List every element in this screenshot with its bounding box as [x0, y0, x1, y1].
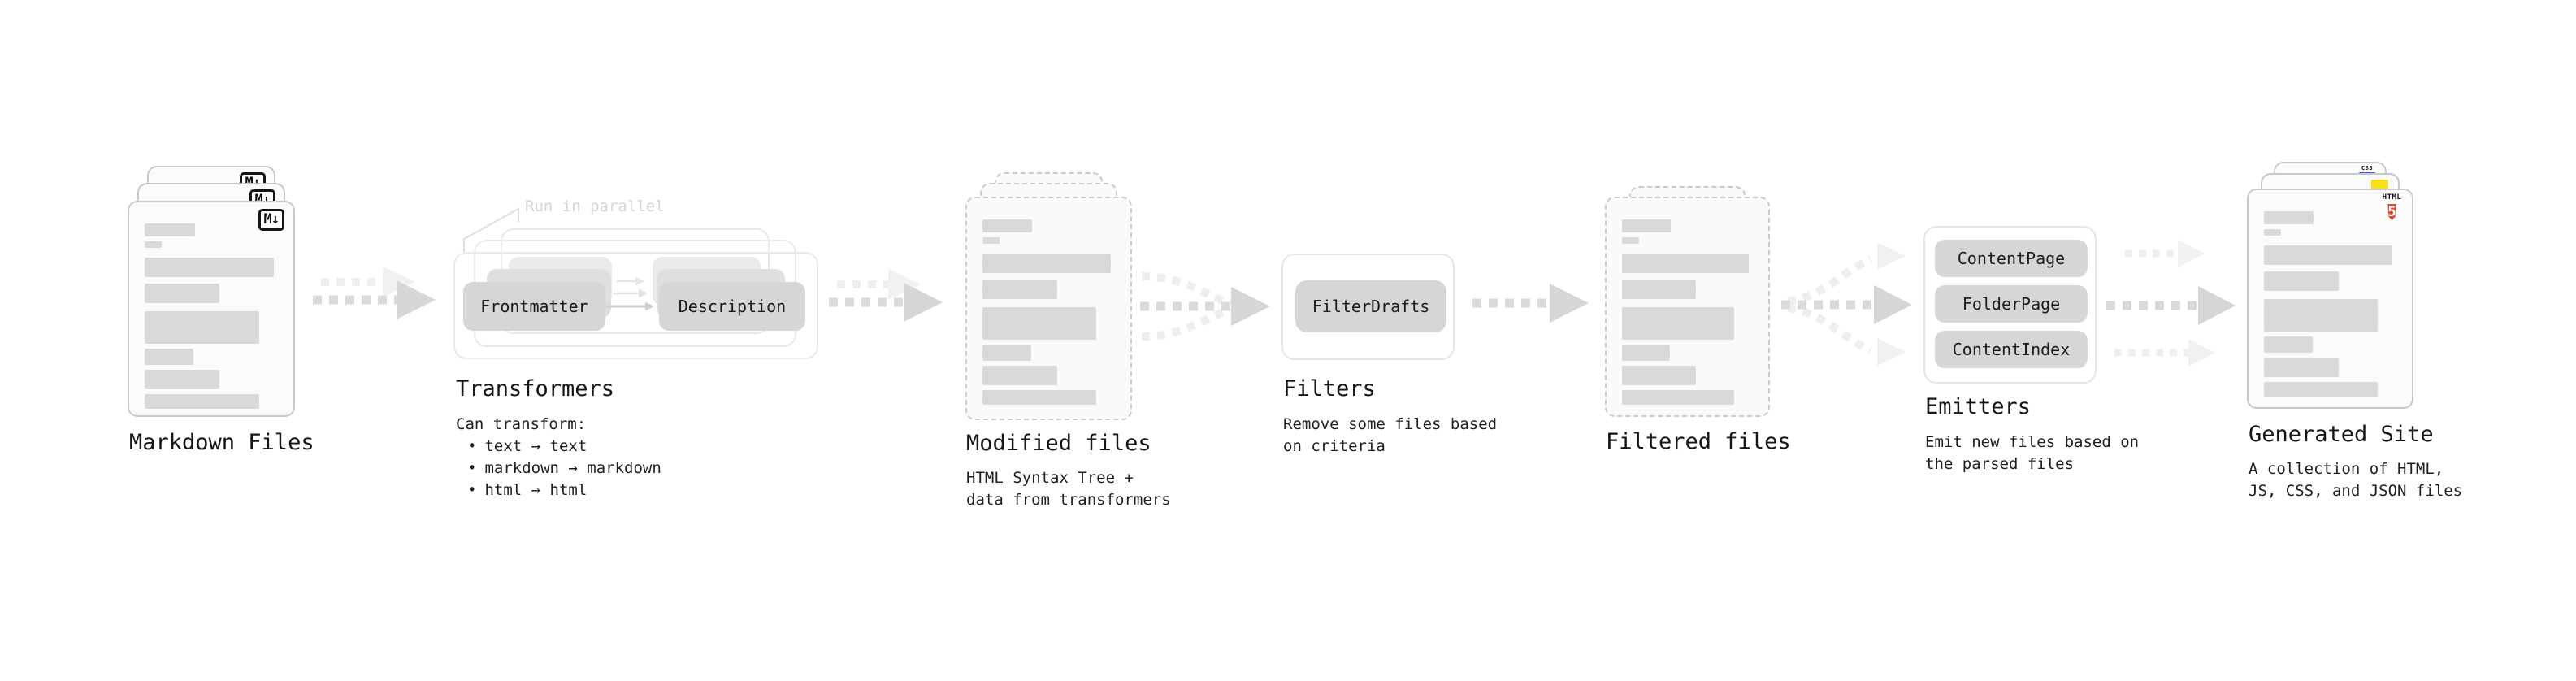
file-content-placeholder	[2264, 211, 2395, 397]
bullet-glyph: •	[467, 459, 477, 477]
desc-line: on criteria	[1283, 437, 1386, 455]
desc-line: Emit new files based on	[1925, 433, 2140, 451]
transform-type-text: markdown → markdown	[484, 459, 661, 477]
description-pill: Description	[659, 282, 805, 331]
text-line-placeholder	[145, 241, 163, 248]
text-line-placeholder	[982, 390, 1097, 405]
transformer-layer-front: Frontmatter Description	[453, 252, 818, 359]
text-line-placeholder	[1622, 366, 1696, 385]
run-in-parallel-annotation: Run in parallel	[525, 197, 665, 215]
transform-type-item: • markdown → markdown	[456, 458, 661, 479]
markdown-badge-icon: M↓	[258, 209, 284, 231]
html5-logo-icon: HTML 5	[2381, 194, 2403, 223]
text-line-placeholder	[2264, 299, 2379, 332]
markdown-files-label: Markdown Files	[129, 430, 314, 455]
transform-type-text: html → html	[484, 481, 588, 499]
text-line-placeholder	[145, 223, 195, 236]
text-line-placeholder	[145, 370, 220, 389]
generated-site-description: A collection of HTML, JS, CSS, and JSON …	[2249, 458, 2462, 502]
html5-logo-text: HTML	[2382, 193, 2402, 202]
folderpage-pill: FolderPage	[1935, 285, 2088, 323]
desc-line: Remove some files based	[1283, 415, 1498, 433]
text-line-placeholder	[145, 284, 220, 303]
generated-site-label: Generated Site	[2249, 422, 2434, 447]
flow-arrow-modified-to-filters-merge	[1140, 272, 1270, 340]
text-line-placeholder	[2264, 382, 2379, 397]
filtered-files-label: Filtered files	[1606, 429, 1791, 454]
contentindex-pill: ContentIndex	[1935, 331, 2088, 368]
text-line-placeholder	[982, 307, 1097, 340]
text-line-placeholder	[2264, 245, 2392, 265]
transformers-heading: Transformers	[456, 376, 615, 401]
transformers-desc-intro: Can transform:	[456, 415, 587, 433]
parallel-step-arrows	[606, 276, 654, 311]
flow-arrow-filtered-to-emitters-branch	[1781, 242, 1912, 366]
emitters-description: Emit new files based on the parsed files	[1925, 432, 2139, 475]
transformers-description: Can transform: • text → text • markdown → …	[456, 414, 661, 501]
flow-arrow-markdown-to-transformers	[313, 267, 436, 319]
frontmatter-pill: Frontmatter	[463, 282, 605, 331]
bullet-glyph: •	[467, 437, 477, 455]
contentpage-pill: ContentPage	[1935, 240, 2088, 277]
text-line-placeholder	[1622, 280, 1696, 299]
text-line-placeholder	[145, 258, 274, 277]
text-line-placeholder	[982, 366, 1057, 385]
text-line-placeholder	[2264, 358, 2339, 377]
desc-line: the parsed files	[1925, 455, 2075, 473]
transform-type-item: • html → html	[456, 479, 661, 501]
text-line-placeholder	[982, 254, 1111, 273]
text-line-placeholder	[1622, 390, 1735, 405]
text-line-placeholder	[1622, 254, 1749, 273]
css-badge-text: CSS	[2361, 165, 2374, 171]
emitters-heading: Emitters	[1925, 394, 2032, 419]
filters-heading: Filters	[1283, 376, 1376, 401]
generated-file-card-front: HTML 5	[2247, 189, 2413, 409]
desc-line: A collection of HTML,	[2249, 460, 2444, 478]
markdown-file-card-front: M↓	[128, 201, 295, 417]
text-line-placeholder	[145, 349, 193, 365]
file-content-placeholder	[1622, 219, 1751, 405]
text-line-placeholder	[2264, 229, 2281, 236]
text-line-placeholder	[2264, 271, 2339, 291]
desc-line: data from transformers	[966, 491, 1171, 509]
emitters-container: ContentPage FolderPage ContentIndex	[1923, 226, 2097, 384]
text-line-placeholder	[982, 280, 1057, 299]
transform-type-text: text → text	[484, 437, 588, 455]
text-line-placeholder	[2264, 211, 2314, 224]
filterdrafts-pill: FilterDrafts	[1295, 280, 1446, 332]
text-line-placeholder	[1622, 307, 1735, 340]
text-line-placeholder	[982, 219, 1033, 232]
filters-container: FilterDrafts	[1281, 254, 1455, 360]
html5-shield: 5	[2387, 204, 2396, 220]
file-content-placeholder	[145, 223, 276, 409]
bullet-glyph: •	[467, 481, 477, 499]
desc-line: JS, CSS, and JSON files	[2249, 482, 2463, 500]
js-badge-icon	[2371, 180, 2388, 190]
text-line-placeholder	[145, 394, 259, 409]
text-line-placeholder	[982, 345, 1031, 361]
file-content-placeholder	[982, 219, 1113, 405]
modified-file-card-front	[965, 197, 1132, 420]
annotation-leader-line	[463, 207, 519, 252]
text-line-placeholder	[145, 311, 259, 344]
text-line-placeholder	[1622, 237, 1639, 244]
text-line-placeholder	[1622, 219, 1672, 232]
flow-arrow-filters-to-filtered	[1472, 284, 1589, 323]
flow-arrow-transformers-to-modified	[829, 269, 943, 322]
filters-description: Remove some files based on criteria	[1283, 414, 1497, 458]
text-line-placeholder	[2264, 336, 2313, 353]
text-line-placeholder	[1622, 345, 1670, 361]
desc-line: HTML Syntax Tree +	[966, 469, 1134, 487]
modified-files-description: HTML Syntax Tree + data from transformer…	[966, 467, 1171, 511]
modified-files-label: Modified files	[966, 431, 1151, 456]
flow-arrows-emitters-to-generated	[2106, 240, 2236, 367]
transform-type-item: • text → text	[456, 436, 661, 458]
text-line-placeholder	[982, 237, 1000, 244]
filtered-file-card-front	[1605, 197, 1770, 417]
